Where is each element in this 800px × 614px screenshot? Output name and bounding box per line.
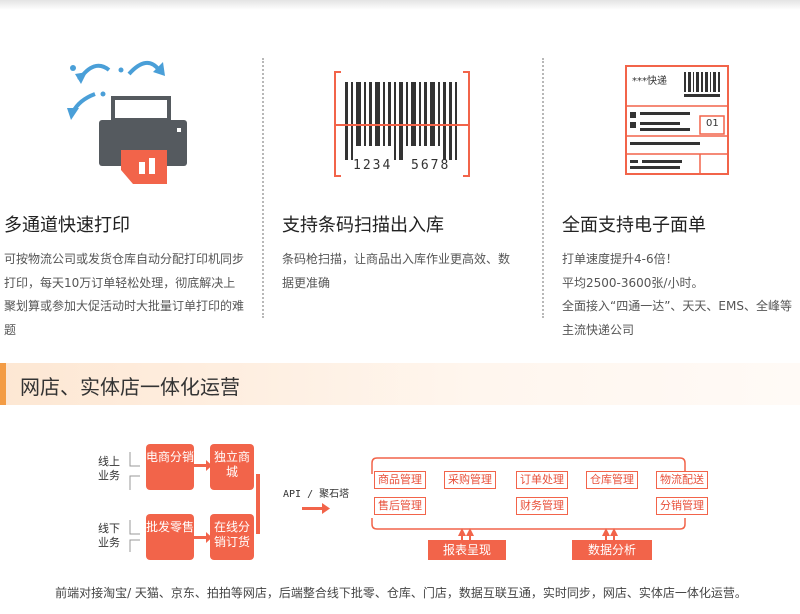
barcode-icon: 1234 5678 bbox=[327, 70, 477, 210]
feature-title: 支持条码扫描出入库 bbox=[282, 215, 444, 236]
feature-desc-line: 全面接入“四通一达”、天天、EMS、全峰等主流快递公司 bbox=[562, 299, 792, 337]
offline-label: 线下业务 bbox=[98, 522, 120, 549]
feature-desc: 可按物流公司或发货仓库自动分配打印机同步打印，每天10万订单轻松处理，彻底解决上… bbox=[4, 252, 245, 337]
report-box: 报表呈现 bbox=[428, 540, 506, 560]
footer-text: 前端对接淘宝/ 天猫、京东、拍拍等网店，后端整合线下批零、仓库、门店，数据互联互… bbox=[55, 586, 747, 600]
wholesale-retail-box: 批发零售 bbox=[146, 514, 194, 560]
data-analysis-box: 数据分析 bbox=[572, 540, 652, 560]
ecommerce-distribution-box: 电商分销 bbox=[146, 444, 194, 490]
module-logistics: 物流配送 bbox=[656, 471, 708, 489]
feature-desc-line: 打单速度提升4-6倍！ bbox=[562, 252, 678, 266]
module-product-mgmt: 商品管理 bbox=[374, 471, 426, 489]
waybill-code-label: 01 bbox=[706, 118, 719, 129]
barcode-number-left: 1234 bbox=[353, 158, 393, 173]
module-aftersale-mgmt: 售后管理 bbox=[374, 497, 426, 515]
printer-icon bbox=[59, 50, 209, 190]
section-header: 网店、实体店一体化运营 bbox=[0, 363, 800, 405]
section-accent-bar bbox=[0, 363, 6, 405]
waybill-icon: ***快递 01 bbox=[622, 62, 772, 202]
feature-title: 全面支持电子面单 bbox=[562, 215, 706, 236]
feature-desc: 打单速度提升4-6倍！ 平均2500-3600张/小时。 全面接入“四通一达”、… bbox=[562, 248, 798, 342]
online-label: 线上业务 bbox=[98, 455, 120, 482]
module-distribution-mgmt: 分销管理 bbox=[656, 497, 708, 515]
module-order-processing: 订单处理 bbox=[516, 471, 568, 489]
feature-title: 多通道快速打印 bbox=[4, 215, 130, 236]
standalone-mall-box: 独立商城 bbox=[210, 444, 254, 490]
section-title: 网店、实体店一体化运营 bbox=[20, 375, 240, 399]
waybill-courier-label: ***快递 bbox=[632, 76, 667, 87]
top-shadow bbox=[0, 0, 800, 10]
divider bbox=[262, 58, 264, 318]
barcode-number-right: 5678 bbox=[411, 158, 451, 173]
feature-desc-line: 平均2500-3600张/小时。 bbox=[562, 275, 704, 290]
module-finance-mgmt: 财务管理 bbox=[516, 497, 568, 515]
feature-desc: 条码枪扫描，让商品出入库作业更高效、数据更准确 bbox=[282, 252, 511, 290]
module-purchase-mgmt: 采购管理 bbox=[444, 471, 496, 489]
online-distribution-order-box: 在线分销订货 bbox=[210, 514, 254, 560]
module-warehouse-mgmt: 仓库管理 bbox=[586, 471, 638, 489]
divider bbox=[542, 58, 544, 318]
api-label: API / 聚石塔 bbox=[283, 489, 350, 500]
